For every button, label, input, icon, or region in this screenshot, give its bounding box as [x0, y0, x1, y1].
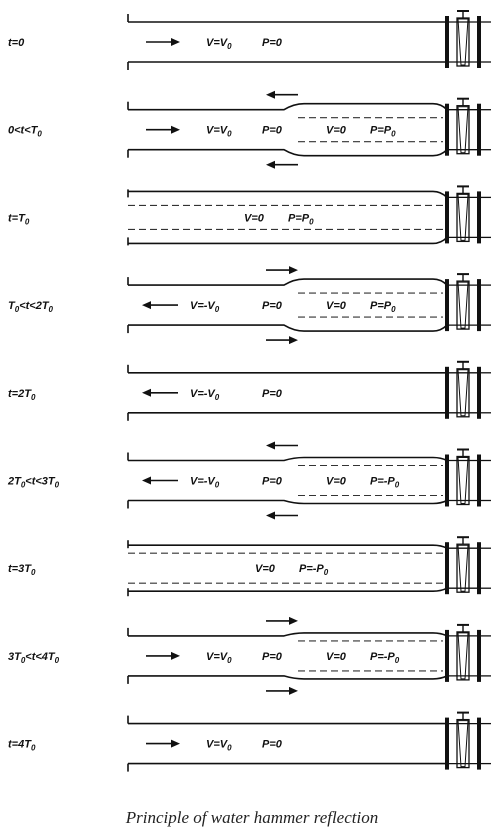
time-label: t=4T0: [8, 739, 36, 753]
wave-arrow-left: [266, 90, 298, 99]
time-label: t=3T0: [8, 563, 36, 577]
wave-arrow-left: [266, 441, 298, 450]
valve-icon: [445, 360, 491, 419]
region-velocity-label: V=0: [326, 300, 347, 312]
region-velocity-label: V=0: [326, 125, 347, 137]
pressure-label: P=0: [262, 651, 283, 663]
valve-icon: [445, 97, 491, 156]
velocity-label: V=V0: [206, 739, 232, 753]
pipe-bottom-wall: [128, 324, 448, 332]
time-label: 3T0<t<4T0: [8, 651, 60, 665]
region-pressure-label: P=-P0: [370, 476, 400, 490]
velocity-label: V=-V0: [190, 476, 220, 490]
panel-6: t=3T0 V=0 P=-P0: [8, 536, 491, 597]
valve-icon: [445, 711, 491, 770]
pipe-top-wall: [128, 190, 448, 198]
wave-arrow-right: [266, 336, 298, 345]
time-label: 0<t<T0: [8, 125, 42, 139]
flow-arrow-left: [142, 388, 178, 397]
panel-7: 3T0<t<4T0 V=V0 P=0 V=0 P=-P0: [8, 616, 491, 695]
pressure-label: P=0: [262, 37, 283, 49]
region-pressure-label: P=P0: [288, 212, 314, 226]
flow-arrow-left: [142, 301, 178, 310]
panel-8: t=4T0 V=V0 P=0: [8, 711, 491, 772]
region-pressure-label: P=-P0: [299, 563, 329, 577]
valve-icon: [445, 185, 491, 244]
wave-arrow-left: [266, 511, 298, 520]
pipe-top-wall: [128, 456, 448, 462]
wave-arrow-left: [266, 160, 298, 169]
time-label: t=T0: [8, 212, 30, 226]
pipe-bottom-wall: [128, 236, 448, 245]
region-velocity-label: V=0: [255, 563, 276, 575]
valve-icon: [445, 448, 491, 507]
pipe-top-wall: [128, 278, 448, 286]
pipe-top-wall: [128, 544, 448, 549]
pressure-label: P=0: [262, 476, 283, 488]
pipe-bottom-wall: [128, 587, 448, 592]
panel-5: 2T0<t<3T0 V=-V0 P=0 V=0 P=-P0: [7, 441, 491, 520]
figure-caption: Principle of water hammer reflection: [125, 808, 379, 827]
valve-icon: [445, 273, 491, 332]
valve-icon: [445, 10, 491, 68]
region-velocity-label: V=0: [326, 476, 347, 488]
pressure-label: P=0: [262, 300, 283, 312]
flow-arrow-left: [142, 476, 178, 485]
time-label: 2T0<t<3T0: [7, 476, 60, 490]
pressure-label: P=0: [262, 739, 283, 751]
velocity-label: V=-V0: [190, 300, 220, 314]
velocity-label: V=V0: [206, 125, 232, 139]
valve-icon: [445, 623, 491, 682]
pressure-label: P=0: [262, 388, 283, 400]
valve-icon: [445, 536, 491, 595]
velocity-label: V=-V0: [190, 388, 220, 402]
region-velocity-label: V=0: [326, 651, 347, 663]
flow-arrow-right: [146, 38, 180, 46]
panel-1: 0<t<T0 V=V0 P=0 V=0 P=P0: [8, 90, 491, 169]
time-label: t=2T0: [8, 388, 36, 402]
wave-arrow-right: [266, 686, 298, 695]
pipe-bottom-wall: [128, 499, 448, 505]
flow-arrow-right: [146, 651, 180, 660]
time-label: T0<t<2T0: [8, 300, 54, 314]
region-velocity-label: V=0: [244, 212, 265, 224]
velocity-label: V=V0: [206, 37, 232, 51]
region-pressure-label: P=P0: [370, 300, 396, 314]
region-pressure-label: P=P0: [370, 125, 396, 139]
wave-arrow-right: [266, 266, 298, 275]
panel-4: t=2T0 V=-V0 P=0: [8, 360, 491, 421]
panel-3: T0<t<2T0 V=-V0 P=0 V=0 P=P0: [8, 266, 491, 345]
pipe-bottom-wall: [128, 148, 448, 157]
pipe-top-wall: [128, 102, 448, 111]
pipe-top-wall: [128, 632, 448, 637]
pipe-bottom-wall: [128, 675, 448, 680]
velocity-label: V=V0: [206, 651, 232, 665]
pressure-label: P=0: [262, 125, 283, 137]
flow-arrow-right: [146, 125, 180, 134]
panel-2: t=T0 V=0 P=P0: [8, 185, 491, 246]
panel-0: t=0 V=V0 P=0: [8, 10, 491, 70]
wave-arrow-right: [266, 616, 298, 625]
time-label: t=0: [8, 37, 25, 49]
flow-arrow-right: [146, 739, 180, 748]
region-pressure-label: P=-P0: [370, 651, 400, 665]
